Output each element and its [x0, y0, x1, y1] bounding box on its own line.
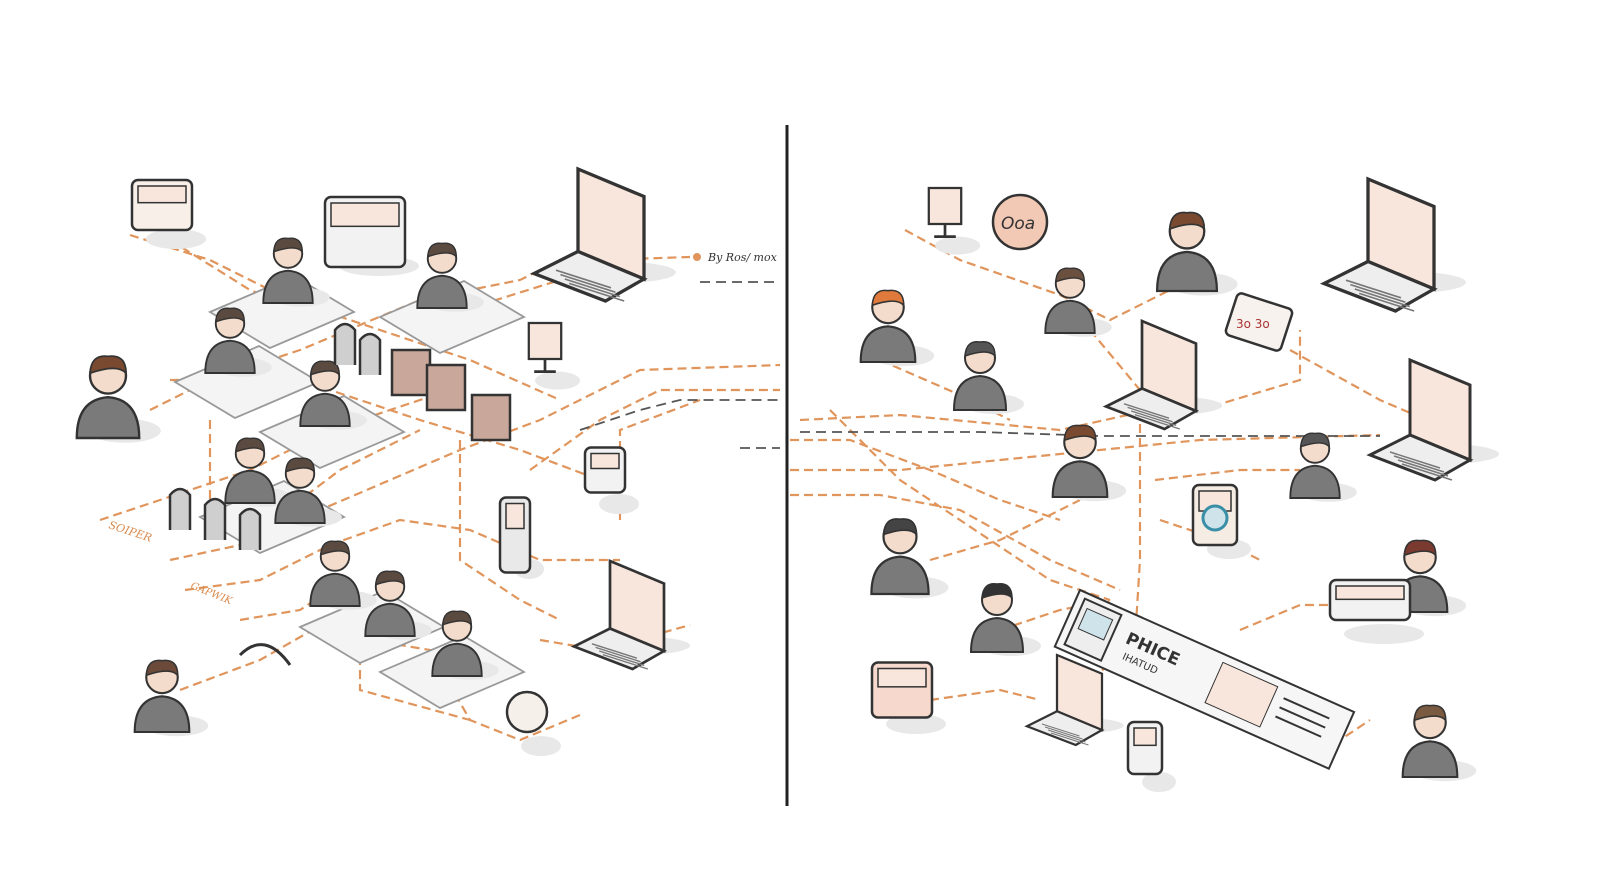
connector [1239, 714, 1371, 762]
connector [529, 388, 780, 471]
desk-computer-icon [1328, 578, 1424, 644]
connector [1154, 468, 1300, 482]
person-icon [859, 289, 935, 367]
connector [999, 598, 1111, 632]
device-icon: 3o 3o [1224, 292, 1294, 352]
laptop-icon [1024, 653, 1124, 747]
kiosk-icon [583, 446, 639, 514]
person-icon [262, 237, 330, 307]
top-label: By Ros/ mox [707, 251, 778, 264]
person-icon [1051, 424, 1127, 502]
speaker-icon [498, 496, 544, 579]
connector [208, 420, 421, 532]
label-dot [693, 253, 701, 261]
headset-icon [238, 643, 292, 666]
connector [184, 518, 620, 592]
phone-icon [1126, 720, 1176, 792]
connector [800, 431, 1380, 437]
connector [829, 409, 1111, 602]
monitor-screen [390, 348, 432, 397]
person-icon [1044, 267, 1112, 337]
chair-icon [238, 507, 262, 550]
person-icon [969, 583, 1041, 656]
person-icon [952, 341, 1024, 414]
connector [579, 399, 780, 431]
person-icon [1289, 432, 1357, 502]
robot-head-icon [130, 178, 206, 249]
monitor-icon [927, 186, 981, 255]
laptop-icon [1319, 176, 1466, 313]
person-icon [224, 437, 292, 507]
server-box-icon [323, 195, 419, 276]
magnifier-icon [1201, 504, 1229, 532]
person-icon [75, 355, 161, 443]
person-icon [133, 659, 209, 737]
info-panel: PHICE IHATUD [1053, 588, 1356, 770]
laptop-icon [570, 558, 691, 671]
monitor-screen [425, 363, 467, 412]
laptop-icon [1366, 357, 1499, 482]
badge-icon: Ooa [991, 193, 1049, 251]
connector [169, 239, 331, 322]
person-icon [870, 518, 949, 599]
device-text: 3o 3o [1236, 317, 1270, 331]
chair-icon [333, 322, 357, 365]
person-icon [299, 360, 367, 430]
laptop-icon [529, 166, 676, 303]
connector [799, 408, 1151, 432]
person-icon [364, 570, 432, 640]
chair-icon [168, 487, 192, 530]
left-label-soiper: SOIPER [107, 518, 153, 544]
objects [75, 166, 1499, 792]
connector [458, 440, 561, 621]
badge-text: Ooa [1001, 214, 1035, 234]
connector [790, 493, 1121, 592]
monitor-screen [470, 393, 512, 442]
chair-icon [203, 497, 227, 540]
connector [929, 499, 1081, 562]
person-icon [274, 457, 342, 527]
connector [1239, 603, 1340, 632]
connector [790, 438, 1061, 522]
printer-icon [870, 661, 946, 734]
chair-icon [358, 332, 382, 375]
person-icon [204, 307, 272, 377]
person-icon [431, 610, 499, 680]
monitor-icon [527, 321, 581, 390]
person-icon [1155, 211, 1238, 296]
laptop-icon [1102, 318, 1223, 431]
person-icon [1401, 704, 1477, 782]
connector [790, 433, 1381, 472]
connector [1069, 410, 1142, 701]
person-icon [416, 242, 484, 312]
connector [1289, 349, 1451, 432]
ball-icon [505, 690, 561, 756]
connector [129, 233, 561, 402]
connector [929, 688, 1041, 702]
person-icon [309, 540, 377, 610]
